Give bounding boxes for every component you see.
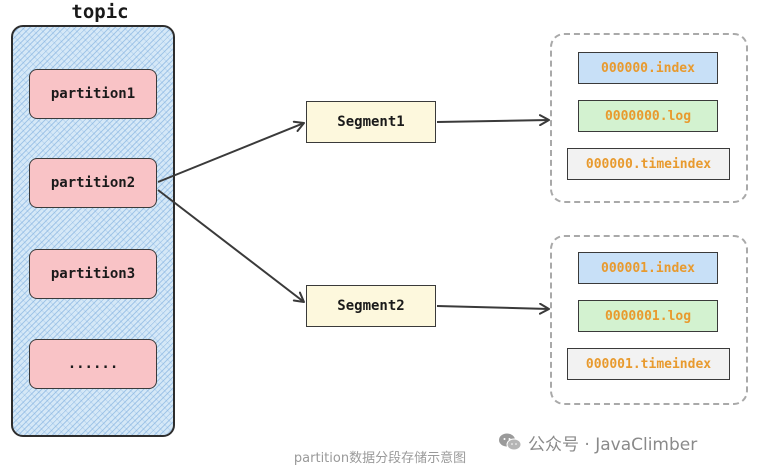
partition-more: ...... <box>29 339 157 389</box>
topic-title: topic <box>71 1 129 23</box>
arrow-partition2-to-segment2 <box>157 189 305 303</box>
arrow-partition2-to-segment1 <box>157 120 305 183</box>
log-file-1: 0000000.log <box>578 100 718 132</box>
timeindex-file-1: 000000.timeindex <box>567 148 730 180</box>
arrow-segment2-to-group2 <box>436 302 550 315</box>
diagram-caption: partition数据分段存储示意图 <box>293 451 467 466</box>
segment-2: Segment2 <box>306 285 436 327</box>
log-file-2: 0000001.log <box>578 300 718 332</box>
file-group-2 <box>550 235 748 405</box>
timeindex-file-2: 000001.timeindex <box>567 348 730 380</box>
index-file-1: 000000.index <box>578 52 718 84</box>
wechat-icon <box>499 433 522 451</box>
arrow-segment1-to-group1 <box>436 114 550 127</box>
file-group-1 <box>550 33 748 203</box>
segment-1: Segment1 <box>306 101 436 143</box>
watermark-text: 公众号 · JavaClimber <box>528 434 698 455</box>
partition-3: partition3 <box>29 249 157 299</box>
partition-1: partition1 <box>29 69 157 119</box>
index-file-2: 000001.index <box>578 252 718 284</box>
partition-2: partition2 <box>29 158 157 208</box>
watermark: 公众号 · JavaClimber <box>498 430 748 455</box>
